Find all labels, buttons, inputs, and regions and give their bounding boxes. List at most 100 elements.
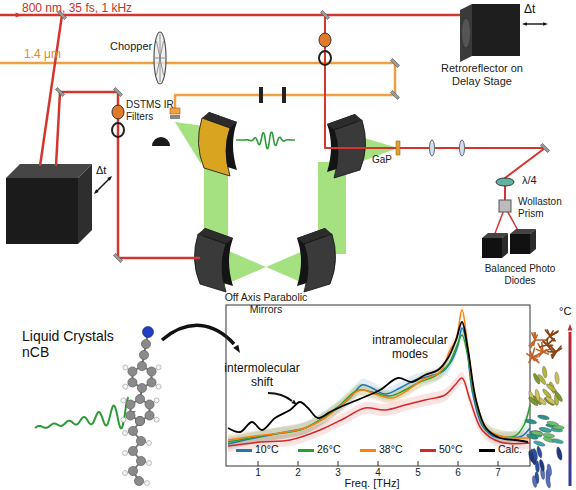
stage-side [460, 4, 472, 62]
steering-mirror [540, 143, 549, 152]
nitrogen-atom [143, 327, 154, 338]
carbon-atom [141, 339, 150, 348]
carbon-atom [147, 367, 156, 376]
molecule-rod [526, 433, 539, 440]
molecule-rod [554, 390, 564, 402]
axis-label: °C [559, 305, 571, 318]
disordered-molecule [532, 348, 535, 357]
retroreflector-aperture [462, 19, 470, 47]
mirror-face [198, 118, 230, 176]
disordered-molecule [532, 357, 538, 360]
thz-pulse [35, 397, 129, 428]
molecule-rod [525, 418, 538, 424]
error-band [228, 372, 530, 452]
carbon-atom [145, 411, 154, 420]
molecule-rod [533, 440, 546, 447]
diode-side [530, 229, 536, 254]
hydrogen-atom [123, 431, 128, 436]
carbon-atom [134, 476, 143, 485]
disordered-molecule [547, 339, 554, 345]
lens [460, 140, 465, 156]
beam-label: 800 nm, 35 fs, 1 kHz [22, 2, 132, 16]
motion-arrow [96, 178, 110, 192]
tick-label: 7 [488, 467, 508, 479]
part-name: λ/4 [522, 174, 537, 187]
disordered-molecule [538, 344, 543, 352]
carbon-atom [135, 416, 144, 425]
disordered-molecule [532, 357, 539, 363]
hydrogen-atom [123, 451, 128, 456]
carbon-atom [128, 378, 137, 387]
thz-waveform [236, 132, 295, 148]
legend-label: 38°C [379, 443, 402, 455]
carbon-atom [136, 436, 145, 445]
hydrogen-atom [156, 365, 161, 370]
photodiode [510, 234, 530, 254]
disordered-molecule [534, 336, 535, 340]
motion-arrow [526, 23, 544, 24]
carbon-atom [135, 394, 144, 403]
hydrogen-atom [154, 398, 159, 403]
disordered-molecule [539, 352, 543, 357]
stage-side [78, 164, 92, 244]
chopper-spoke [160, 58, 165, 59]
molecule-rod [537, 373, 547, 385]
beam-label: 1.4 μm [24, 48, 61, 62]
carbon-atom [128, 367, 137, 376]
carbon-atom [137, 383, 146, 392]
hydrogen-atom [154, 417, 159, 422]
legend-label: 50°C [439, 443, 462, 455]
tick-label: 1 [248, 467, 268, 479]
axis-tick [498, 461, 499, 466]
photodiode [482, 238, 502, 258]
parabolic-mirror [327, 114, 366, 178]
legend-label: 10°C [255, 443, 278, 455]
axis-tick [418, 461, 419, 466]
part-name: Off Axis Parabolic Mirrors [209, 291, 324, 315]
legend-swatch [298, 449, 314, 452]
arrow-head [94, 189, 99, 194]
legend-swatch [420, 449, 436, 452]
hydrogen-atom [145, 481, 150, 486]
optic [282, 87, 286, 103]
parabolic-mirror [194, 228, 233, 292]
molecule-rod [546, 420, 559, 427]
wollaston-prism [499, 200, 511, 212]
carbon-atom [139, 350, 148, 359]
disordered-molecule [532, 356, 537, 358]
disordered-molecule [533, 333, 536, 340]
disordered-molecule [547, 345, 553, 352]
ir-filter [170, 115, 180, 119]
carbon-atom [137, 361, 146, 370]
molecule-rod [537, 414, 550, 421]
chopper-spoke [160, 41, 164, 58]
molecule-rod [542, 366, 548, 378]
diode-side [502, 233, 508, 258]
steering-mirror [55, 87, 64, 96]
part-name: Retroreflector on Delay Stage [432, 62, 532, 87]
disordered-molecule [527, 354, 532, 357]
legend-swatch [236, 449, 252, 452]
legend-label: Calc. [498, 443, 522, 455]
carbon-atom [135, 416, 144, 425]
molecule-rod [546, 464, 552, 477]
arrow-head [16, 13, 22, 18]
carbon-atom [147, 378, 156, 387]
spectrum-curve [228, 378, 530, 446]
disordered-molecule [543, 341, 547, 345]
chopper-spoke [160, 58, 164, 75]
steering-mirror [390, 90, 399, 99]
arrow-head [522, 22, 527, 26]
lens [430, 140, 435, 156]
disordered-molecule [529, 340, 535, 346]
part-name: GaP [372, 154, 392, 166]
carbon-atom [136, 456, 145, 465]
part-name: Balanced Photo Diodes [473, 263, 568, 286]
delay-label: Δt [524, 3, 535, 17]
steering-mirror [390, 58, 399, 67]
hydrogen-atom [147, 441, 152, 446]
legend-swatch [479, 449, 495, 452]
tick-label: 5 [408, 467, 428, 479]
hydrogen-atom [147, 461, 152, 466]
tick-label: 2 [288, 467, 308, 479]
